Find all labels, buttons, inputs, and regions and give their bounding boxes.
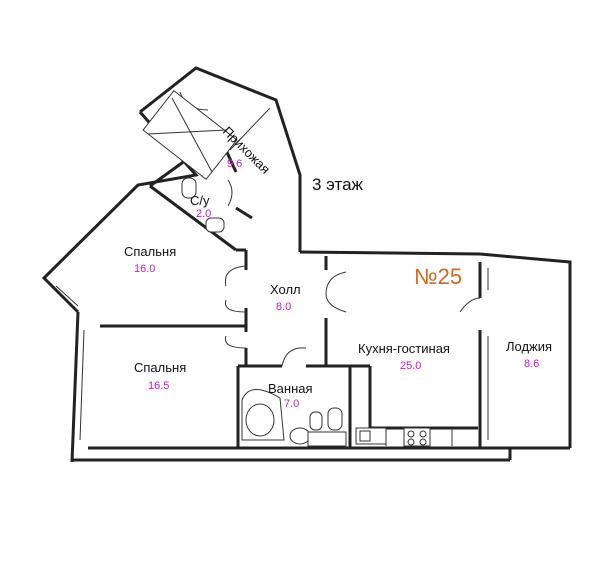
room-area-loggia: 8.6 bbox=[524, 358, 539, 370]
doors bbox=[179, 91, 481, 367]
room-area-bath: 7.0 bbox=[284, 398, 299, 410]
apartment-number: №25 bbox=[414, 264, 462, 289]
outer-walls bbox=[41, 66, 572, 463]
room-area-hall: 8.0 bbox=[276, 301, 291, 313]
room-name-bed2: Спальня bbox=[134, 360, 186, 375]
fixtures bbox=[142, 89, 453, 447]
room-name-kitchen: Кухня-гостиная bbox=[358, 341, 450, 356]
floor-label: 3 этаж bbox=[312, 175, 364, 194]
room-name-hall: Холл bbox=[270, 282, 301, 297]
wc-sink-icon bbox=[205, 217, 225, 233]
bidet-icon bbox=[327, 407, 343, 431]
room-area-kitchen: 25.0 bbox=[400, 360, 421, 372]
window-frames bbox=[55, 107, 489, 441]
room-area-bed1: 16.0 bbox=[134, 263, 155, 275]
bathtub-icon bbox=[241, 389, 285, 441]
stove-icon bbox=[403, 427, 431, 447]
room-name-bed1: Спальня bbox=[124, 244, 176, 259]
room-area-wc: 2.0 bbox=[196, 208, 211, 220]
wc-toilet-icon bbox=[181, 177, 197, 199]
room-area-entry: 9.6 bbox=[227, 158, 242, 170]
room-name-bath: Ванная bbox=[268, 381, 313, 396]
bath-toilet-icon bbox=[309, 411, 323, 431]
room-area-bed2: 16.5 bbox=[148, 380, 169, 392]
bath-sink-icon bbox=[289, 427, 311, 445]
room-name-loggia: Лоджия bbox=[506, 339, 552, 354]
room-name-wc: С/у bbox=[190, 193, 210, 208]
